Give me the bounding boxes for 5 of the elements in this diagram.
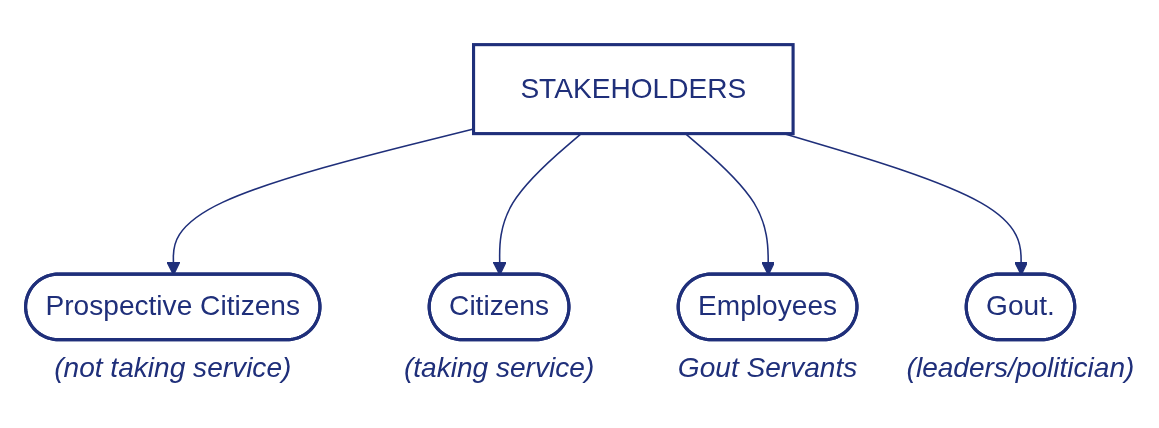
node-note: Gout Servants	[677, 352, 857, 384]
node-note: (taking service)	[403, 352, 594, 384]
node-note: (not taking service)	[53, 352, 291, 384]
node-box: STAKEHOLDERS	[471, 43, 795, 136]
node-note: (leaders/politician)	[906, 352, 1134, 384]
